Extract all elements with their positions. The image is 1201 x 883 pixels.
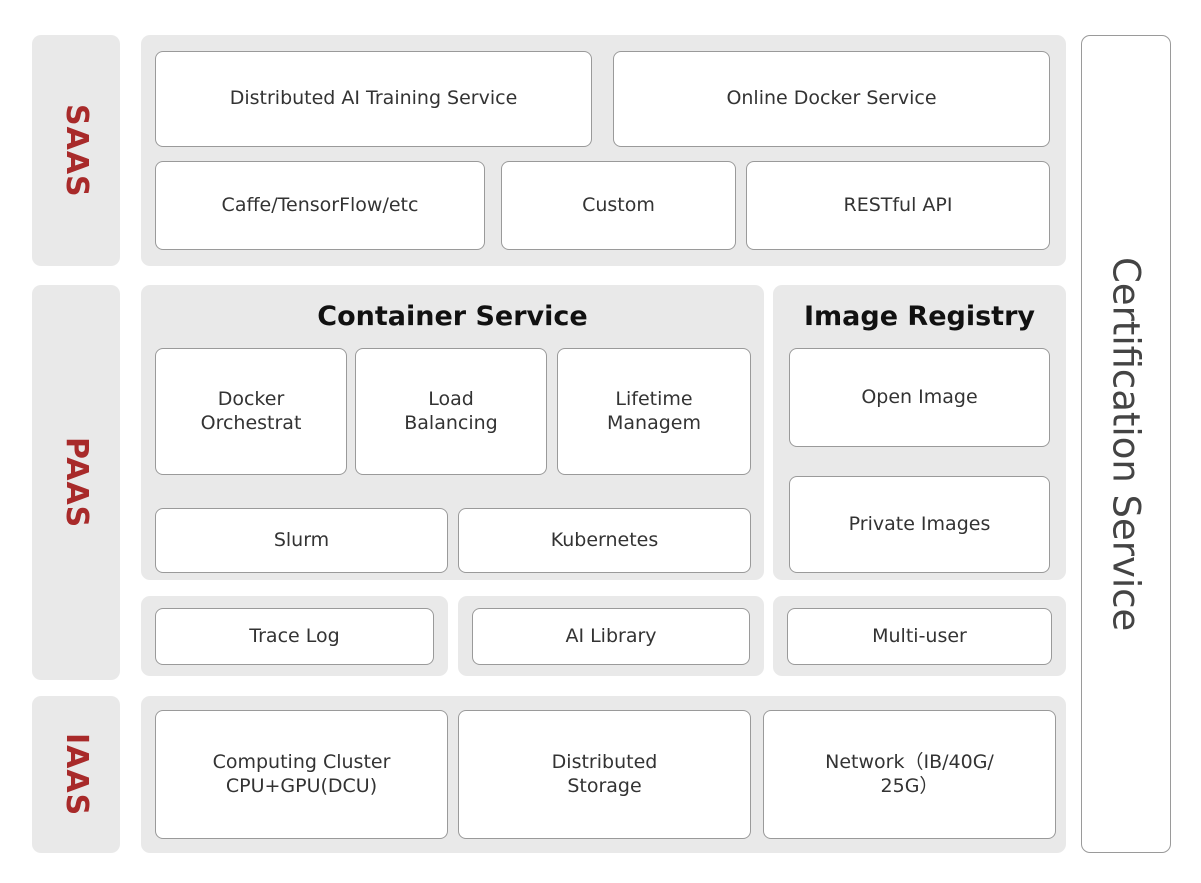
- layer-label-paas-text: PAAS: [59, 436, 94, 529]
- card-slurm[interactable]: Slurm: [155, 508, 448, 573]
- card-distributed-ai-training-service[interactable]: Distributed AI Training Service: [155, 51, 592, 147]
- layer-label-saas: SAAS: [32, 35, 120, 266]
- card-trace-log[interactable]: Trace Log: [155, 608, 434, 665]
- card-network[interactable]: Network（IB/40G/25G）: [763, 710, 1056, 839]
- card-open-image[interactable]: Open Image: [789, 348, 1050, 447]
- layer-label-paas: PAAS: [32, 285, 120, 680]
- layer-label-saas-text: SAAS: [59, 103, 94, 198]
- layer-label-iaas: IAAS: [32, 696, 120, 853]
- container-service-title: Container Service: [317, 301, 588, 332]
- card-private-images[interactable]: Private Images: [789, 476, 1050, 573]
- card-restful-api[interactable]: RESTful API: [746, 161, 1050, 250]
- card-online-docker-service[interactable]: Online Docker Service: [613, 51, 1050, 147]
- card-ai-library[interactable]: AI Library: [472, 608, 750, 665]
- card-multi-user[interactable]: Multi-user: [787, 608, 1052, 665]
- image-registry-title: Image Registry: [803, 301, 1036, 332]
- certification-service-panel[interactable]: Certification Service: [1081, 35, 1171, 853]
- card-custom[interactable]: Custom: [501, 161, 736, 250]
- card-caffe-tensorflow-etc[interactable]: Caffe/TensorFlow/etc: [155, 161, 485, 250]
- layer-label-iaas-text: IAAS: [59, 732, 94, 817]
- certification-service-label: Certification Service: [1104, 256, 1148, 632]
- card-kubernetes[interactable]: Kubernetes: [458, 508, 751, 573]
